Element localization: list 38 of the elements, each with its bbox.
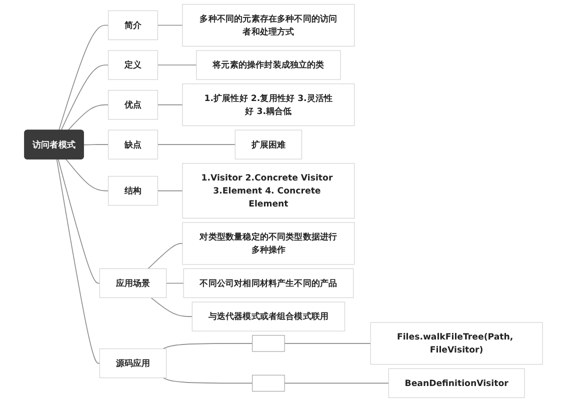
connector <box>157 24 183 26</box>
connector <box>56 158 100 364</box>
node-box: 1.扩展性好 2.复用性好 3.灵活性好 3.耦合低 <box>182 84 355 126</box>
node-box: 将元素的操作封装成独立的类 <box>196 50 341 80</box>
connector <box>284 382 390 384</box>
node-box: 不同公司对相同材料产生不同的产品 <box>183 268 354 298</box>
connector <box>162 343 253 350</box>
connector <box>157 144 236 145</box>
node-box: 定义 <box>108 50 158 80</box>
node-box: 缺点 <box>108 130 158 160</box>
connector <box>157 104 183 106</box>
connector <box>58 24 109 131</box>
node-box: 1.Visitor 2.Concrete Visitor 3.Element 4. Concrete Element <box>182 163 355 218</box>
node-box: 结构 <box>108 176 158 206</box>
connector <box>284 343 371 344</box>
node-box: Files.walkFileTree(Path, FileVisitor) <box>370 322 543 365</box>
node-box <box>252 374 285 392</box>
connector <box>148 243 183 270</box>
node-box: 多种不同的元素存在多种不同的访问者和处理方式 <box>182 4 355 46</box>
connector <box>150 297 193 317</box>
node-box: 扩展困难 <box>234 130 302 160</box>
node-box: 简介 <box>108 10 158 40</box>
connector <box>58 158 100 284</box>
connector <box>162 377 253 384</box>
node-box: 应用场景 <box>99 268 167 298</box>
connector <box>157 190 183 192</box>
connector <box>60 64 109 131</box>
node-box: 与迭代器模式或者组合模式联用 <box>192 302 346 332</box>
node-box: 优点 <box>108 90 158 120</box>
connector <box>83 144 109 146</box>
node-box: BeanDefinitionVisitor <box>388 368 525 398</box>
node-box: 对类型数量稳定的不同类型数据进行多种操作 <box>182 222 355 265</box>
connector <box>66 158 109 192</box>
connector <box>157 64 197 66</box>
node-box <box>252 335 285 352</box>
connector <box>166 282 184 284</box>
node-box: 源码应用 <box>99 348 167 378</box>
connector <box>68 104 109 131</box>
